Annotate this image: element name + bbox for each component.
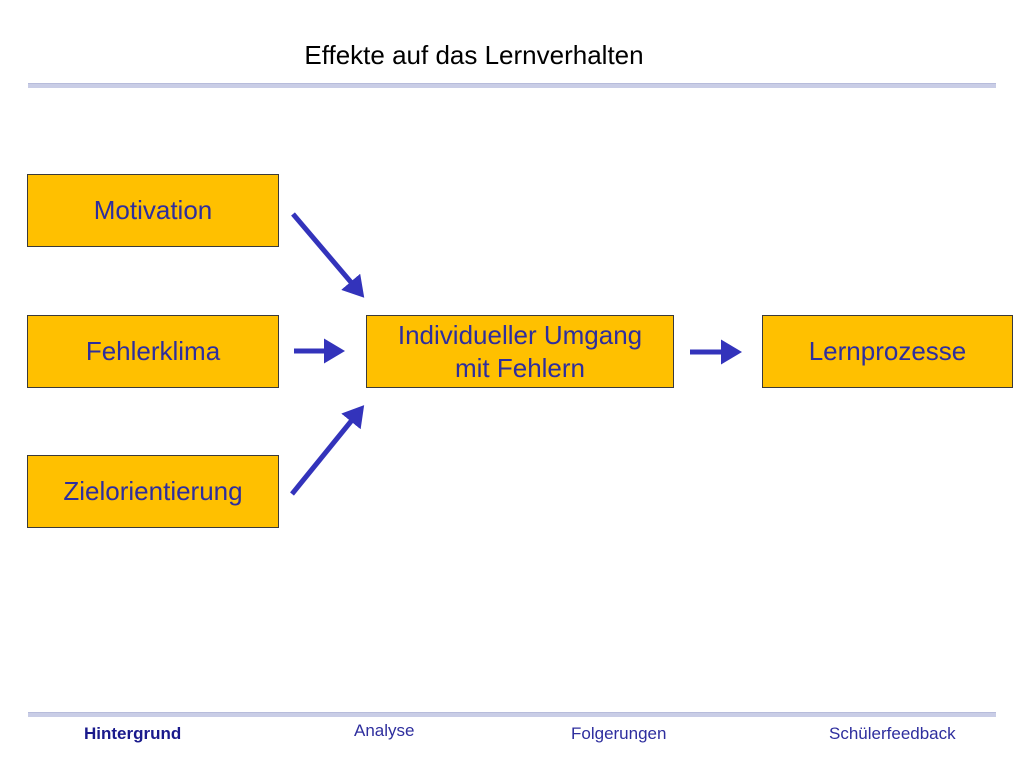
slide-title: Effekte auf das Lernverhalten	[304, 40, 644, 70]
box-lernprozesse: Lernprozesse	[762, 315, 1013, 388]
nav-schuelerfeedback[interactable]: Schülerfeedback	[829, 724, 956, 743]
box-fehlerklima: Fehlerklima	[27, 315, 279, 388]
box-zielorientierung-label: Zielorientierung	[63, 476, 243, 506]
box-center-line2: mit Fehlern	[454, 352, 586, 383]
box-individueller-umgang: Individueller Umgang mit Fehlern	[366, 315, 674, 388]
nav-hintergrund[interactable]: Hintergrund	[84, 724, 182, 743]
box-zielorientierung: Zielorientierung	[27, 455, 279, 528]
box-lernprozesse-label: Lernprozesse	[808, 336, 967, 366]
arrow-motivation-to-center	[291, 212, 365, 298]
nav-folgerungen[interactable]: Folgerungen	[571, 724, 667, 743]
nav-analyse[interactable]: Analyse	[354, 721, 415, 740]
box-center-line1: Individueller Umgang	[397, 319, 643, 350]
box-fehlerklima-label: Fehlerklima	[85, 336, 221, 366]
box-motivation: Motivation	[27, 174, 279, 247]
arrow-zielorientierung-to-center	[290, 405, 365, 496]
top-divider	[28, 83, 996, 88]
bottom-divider	[28, 712, 996, 717]
box-motivation-label: Motivation	[93, 195, 213, 225]
